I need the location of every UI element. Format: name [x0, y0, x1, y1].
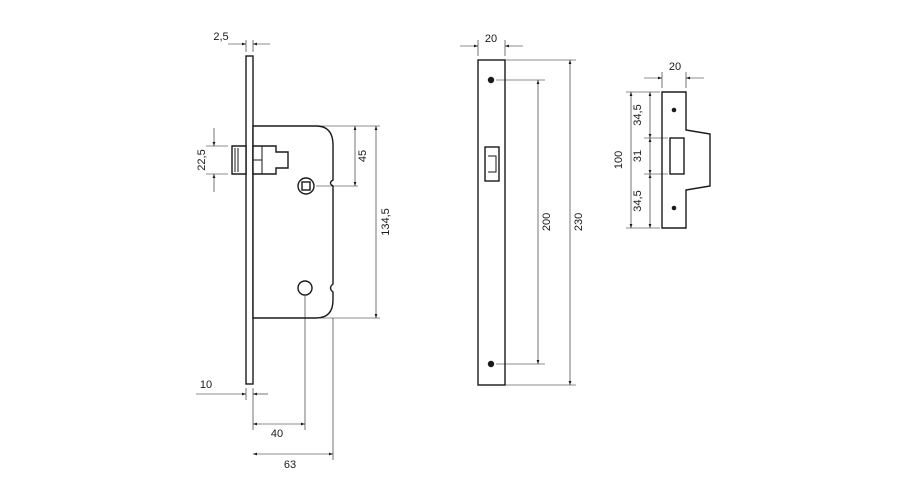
lock-body-view: 2,5 22,5 45 134,5 10 40 63 [196, 31, 392, 471]
latch-bolt [231, 145, 247, 175]
spindle-square [301, 181, 311, 191]
latch-bolt-inner [234, 148, 239, 172]
dim-forend-width: 20 [485, 33, 497, 45]
strike-screw-hole-bottom [671, 205, 677, 211]
latch-opening-detail [488, 155, 497, 173]
dim-strike-top-segment: 34,5 [632, 104, 644, 125]
dim-forend-offset: 10 [200, 379, 212, 391]
forend-extension-lines [477, 40, 576, 386]
strike-screw-hole-top [671, 107, 677, 113]
dim-strike-bottom-segment: 34,5 [632, 190, 644, 211]
dim-body-depth: 63 [284, 459, 296, 471]
strike-extension-lines [626, 72, 687, 229]
forend-screw-hole-top [487, 76, 495, 84]
forend-screw-hole-bottom [487, 360, 495, 368]
dim-strike-mid-segment: 31 [632, 150, 644, 162]
lock-forend-plate [245, 55, 254, 385]
dim-hole-spacing: 200 [541, 213, 553, 231]
strike-opening [669, 137, 685, 175]
forend-plate [477, 59, 506, 386]
keyhole [297, 280, 313, 296]
forend-plate-view: 20 200 230 [460, 33, 585, 386]
dim-forend-thickness: 2,5 [213, 31, 228, 43]
dim-latch-height: 22,5 [196, 149, 208, 170]
dim-forend-length: 230 [573, 213, 585, 231]
latch-opening [484, 146, 500, 182]
strike-plate-view: 20 100 34,5 31 34,5 [613, 61, 711, 229]
dim-strike-width: 20 [669, 61, 681, 73]
dim-backset: 40 [271, 428, 283, 440]
strike-plate [661, 91, 711, 229]
latch-mechanism-detail [253, 146, 263, 174]
dim-spindle-to-keyhole: 134,5 [380, 208, 392, 236]
dim-strike-height: 100 [613, 151, 625, 169]
dim-latch-to-spindle: 45 [357, 150, 369, 162]
lock-extension-lines [206, 40, 380, 460]
